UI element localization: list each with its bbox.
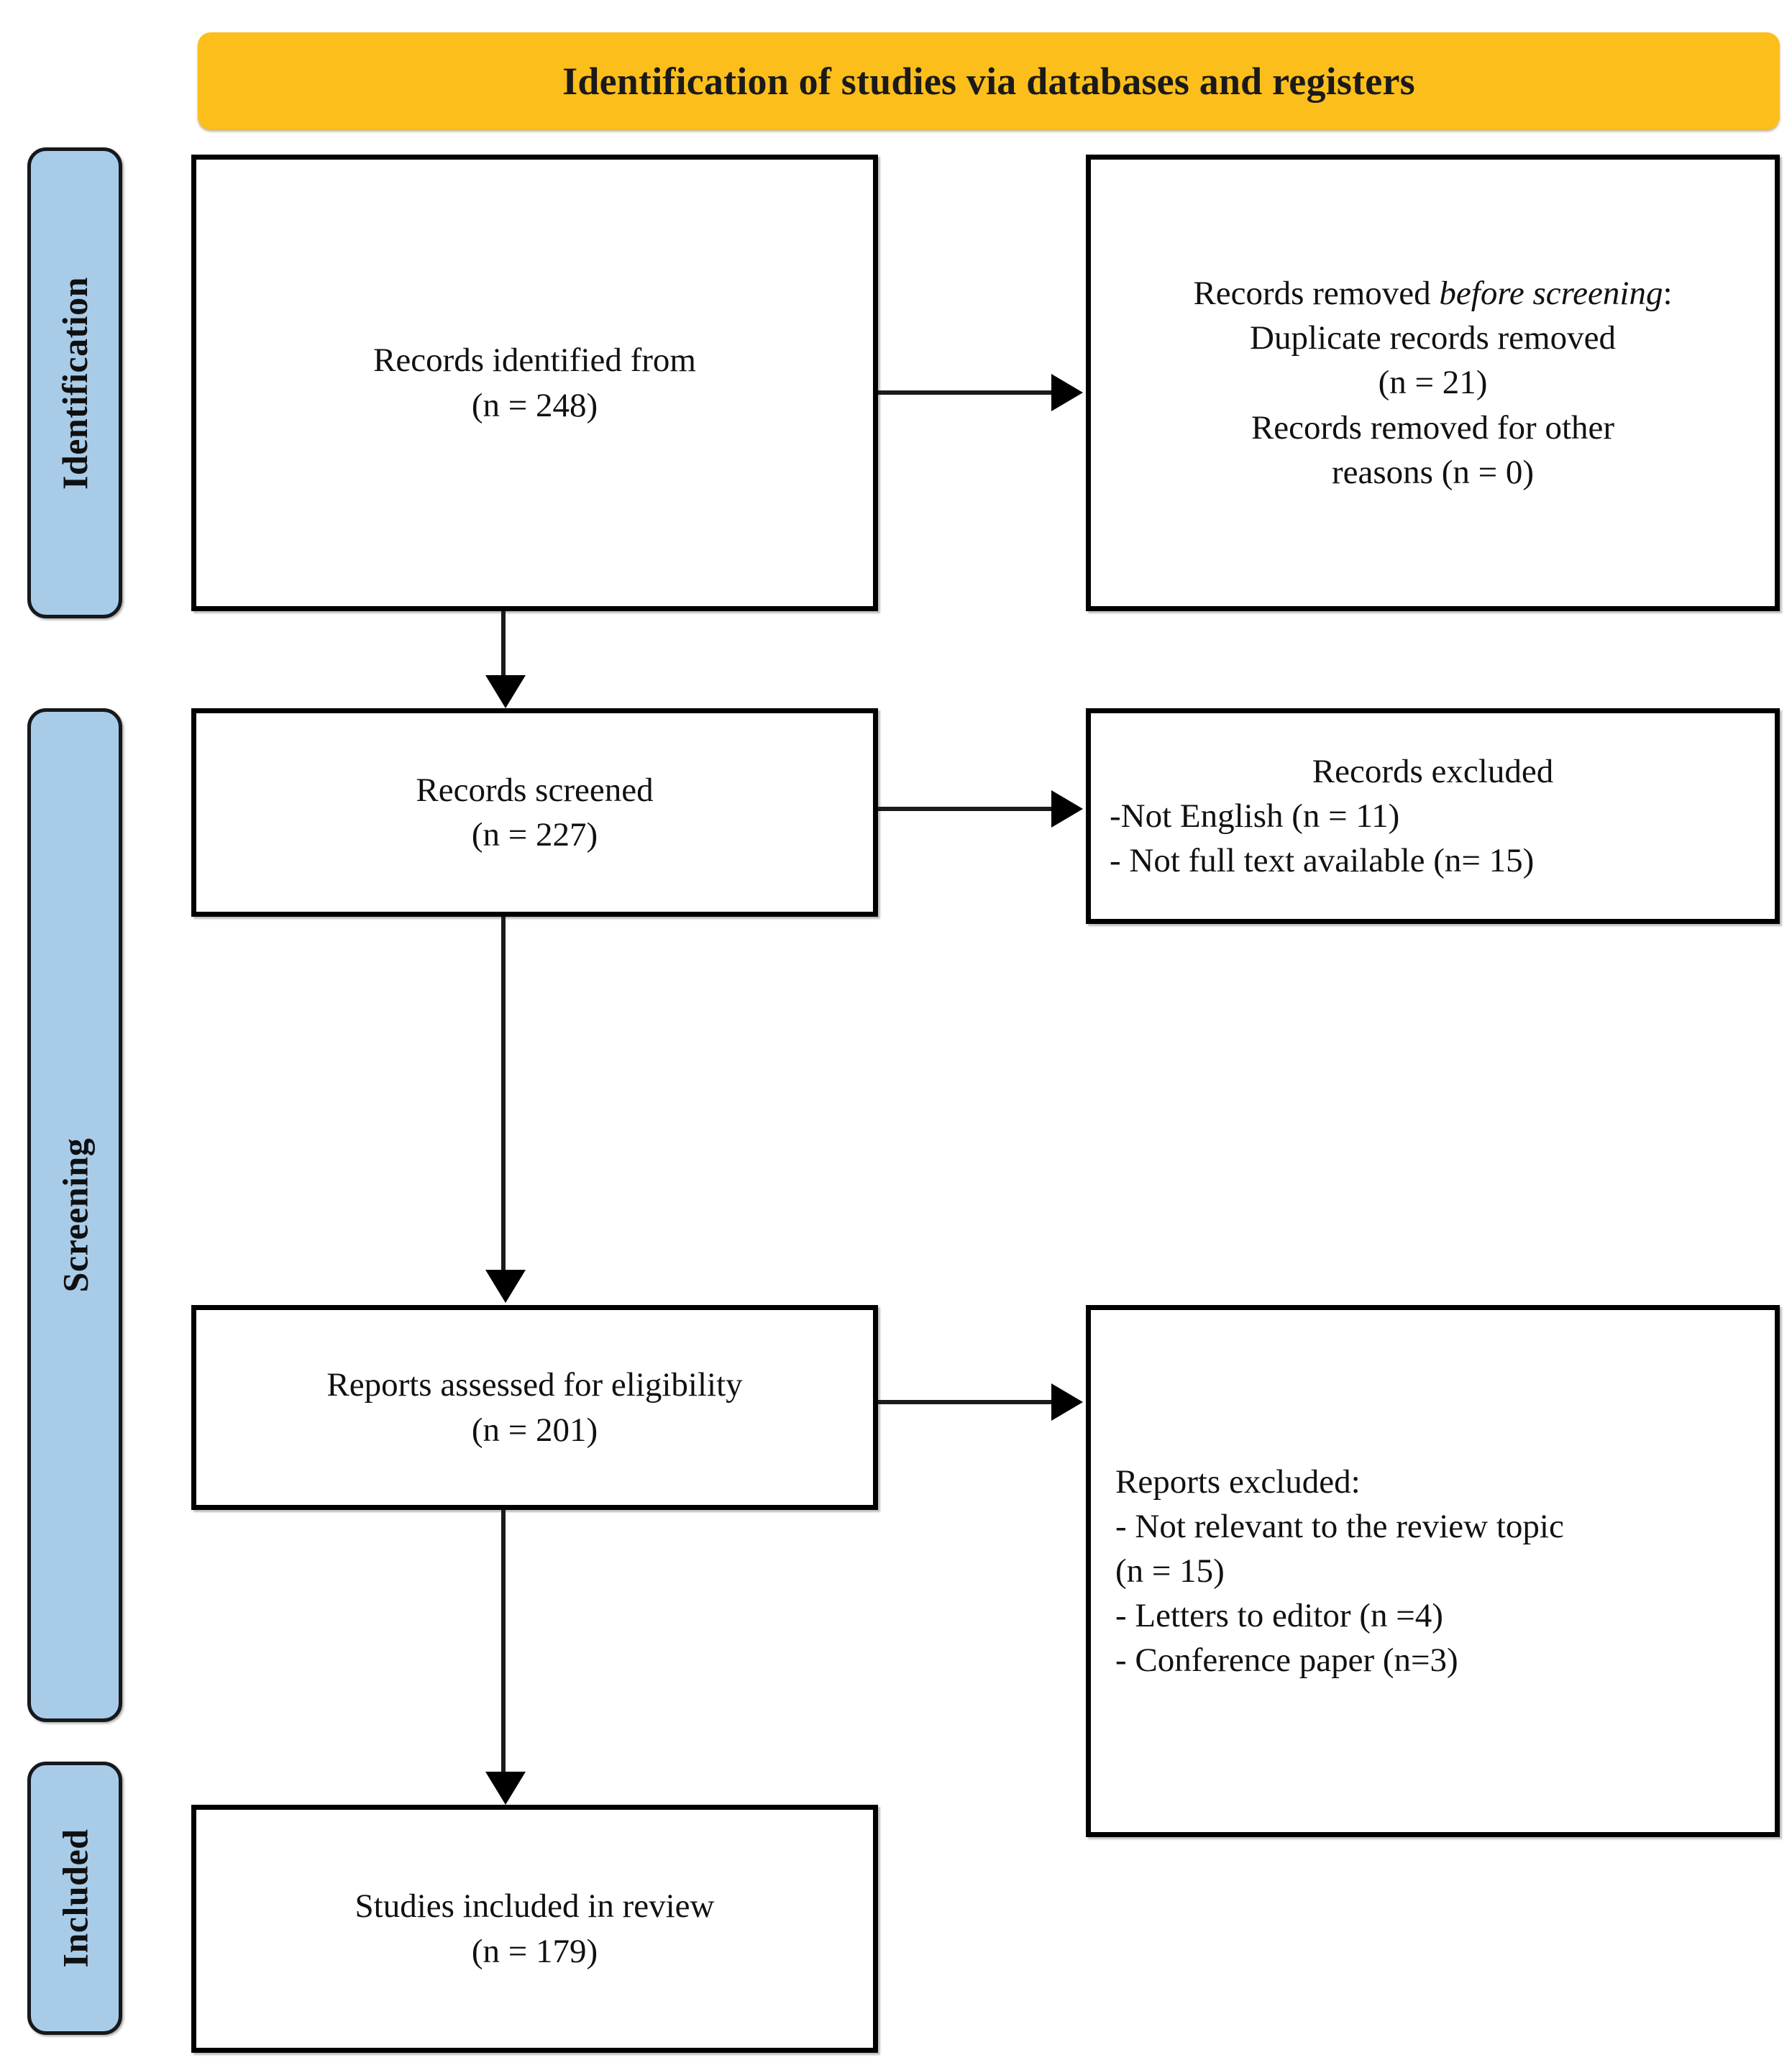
connector-line	[878, 390, 1054, 395]
box-reports-assessed-for-eligibility: Reports assessed for eligibility (n = 20…	[191, 1305, 878, 1510]
box-records-excluded: Records excluded -Not English (n = 11) -…	[1086, 708, 1780, 924]
arrow-right-icon	[1051, 374, 1083, 411]
box-reports-excluded-reason-not-relevant: - Not relevant to the review topic	[1115, 1507, 1564, 1545]
box-reports-excluded-reason-letters: - Letters to editor (n =4)	[1115, 1597, 1443, 1635]
box-records-identified: Records identified from (n = 248)	[191, 155, 878, 611]
box-records-excluded-heading: Records excluded	[1312, 752, 1554, 790]
connector-line	[878, 807, 1054, 811]
box-records-identified-line-1: Records identified from	[373, 342, 696, 380]
stage-label-screening-text: Screening	[55, 1137, 95, 1293]
arrow-right-icon	[1051, 1383, 1083, 1421]
box-records-removed-other-label: Records removed for other	[1251, 408, 1615, 447]
box-studies-included-count: (n = 179)	[471, 1932, 598, 1970]
phase-banner-title: Identification of studies via databases …	[562, 59, 1415, 103]
box-studies-included-in-review: Studies included in review (n = 179)	[191, 1805, 878, 2053]
box-records-removed-heading: Records removed before screening:	[1091, 271, 1775, 316]
stage-label-identification: Identification	[27, 147, 122, 618]
box-reports-assessed-line-1: Reports assessed for eligibility	[326, 1366, 743, 1404]
box-records-removed-heading-italic: before screening	[1439, 275, 1663, 313]
arrow-right-icon	[1051, 790, 1083, 828]
box-reports-assessed-count: (n = 201)	[471, 1411, 598, 1449]
box-records-identified-count: (n = 248)	[471, 386, 598, 424]
box-reports-excluded-reason-not-relevant-count: (n = 15)	[1115, 1552, 1225, 1590]
box-records-removed-duplicates-count: (n = 21)	[1378, 364, 1488, 402]
stage-label-identification-text: Identification	[55, 276, 95, 490]
box-studies-included-line-1: Studies included in review	[355, 1887, 715, 1926]
connector-line	[878, 1400, 1054, 1404]
connector-line	[501, 1510, 506, 1775]
arrow-down-icon	[485, 675, 526, 708]
box-reports-excluded-heading: Reports excluded:	[1115, 1462, 1361, 1501]
box-records-removed-other-count: reasons (n = 0)	[1331, 453, 1534, 491]
connector-line	[501, 611, 506, 679]
box-records-excluded-reason-not-full-text: - Not full text available (n= 15)	[1110, 842, 1535, 880]
box-records-removed-duplicates-label: Duplicate records removed	[1250, 319, 1616, 357]
box-records-screened-line-1: Records screened	[416, 771, 654, 809]
stage-label-included: Included	[27, 1762, 122, 2035]
connector-line	[501, 917, 506, 1273]
box-records-screened-count: (n = 227)	[471, 816, 598, 853]
box-records-removed-heading-prefix: Records removed	[1193, 275, 1440, 313]
box-records-excluded-reason-not-english: -Not English (n = 11)	[1110, 797, 1400, 835]
box-records-screened: Records screened (n = 227)	[191, 708, 878, 917]
arrow-down-icon	[485, 1772, 526, 1805]
box-records-removed-before-screening: Records removed before screening: Duplic…	[1086, 155, 1780, 611]
arrow-down-icon	[485, 1270, 526, 1303]
box-reports-excluded-reason-conference: - Conference paper (n=3)	[1115, 1642, 1458, 1680]
box-records-removed-heading-suffix: :	[1663, 275, 1673, 313]
box-reports-excluded: Reports excluded: - Not relevant to the …	[1086, 1305, 1780, 1837]
stage-label-screening: Screening	[27, 708, 122, 1722]
stage-label-included-text: Included	[55, 1828, 95, 1968]
phase-banner-identification: Identification of studies via databases …	[198, 32, 1780, 129]
